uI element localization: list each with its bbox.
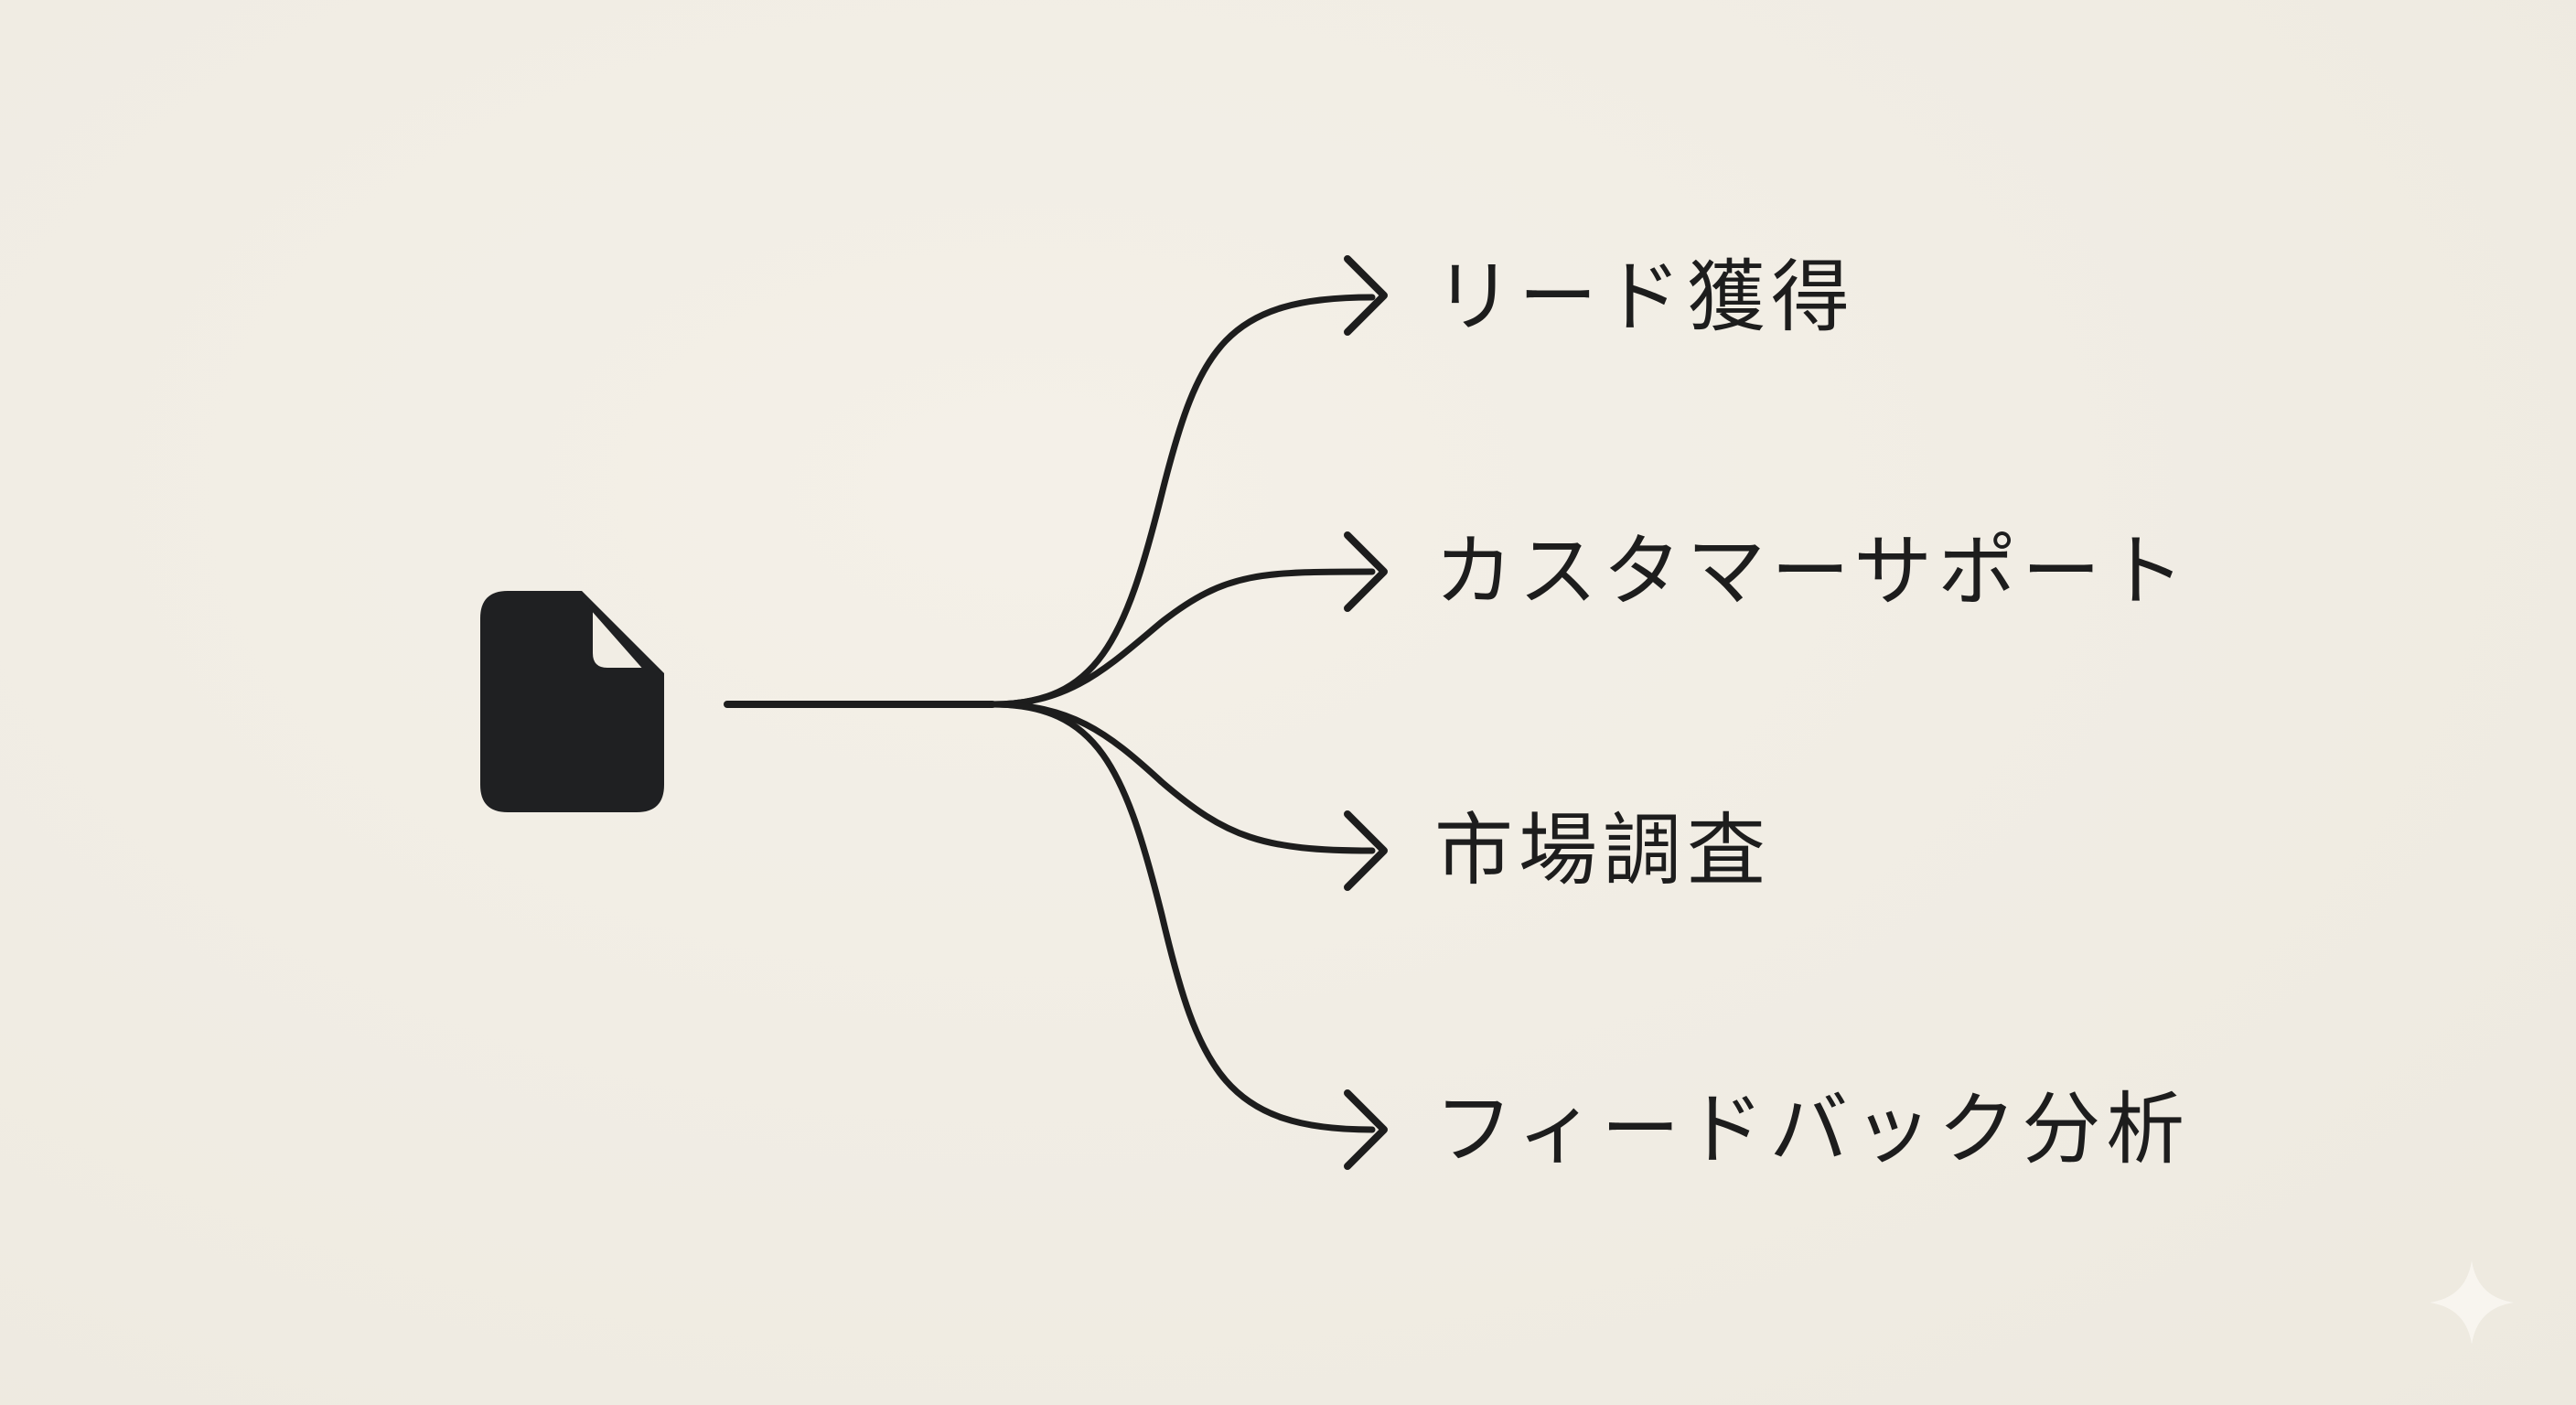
branch-label-feedback-analysis: フィードバック分析 <box>1434 1084 2191 1175</box>
arrowhead-3 <box>1344 1089 1388 1170</box>
arrowhead-0 <box>1344 255 1388 336</box>
arrowhead-2 <box>1344 810 1388 891</box>
branch-line-0 <box>989 294 1376 708</box>
branch-label-market-research: 市場調査 <box>1434 805 1771 896</box>
branch-line-3 <box>989 701 1376 1133</box>
branch-label-lead-generation: リード獲得 <box>1434 252 1855 343</box>
document-icon <box>480 591 664 812</box>
arrowhead-1 <box>1344 531 1388 612</box>
branch-line-1 <box>989 568 1376 708</box>
branch-line-2 <box>989 701 1376 854</box>
sparkle-icon <box>2430 1260 2514 1345</box>
branch-label-customer-support: カスタマーサポート <box>1434 526 2191 617</box>
